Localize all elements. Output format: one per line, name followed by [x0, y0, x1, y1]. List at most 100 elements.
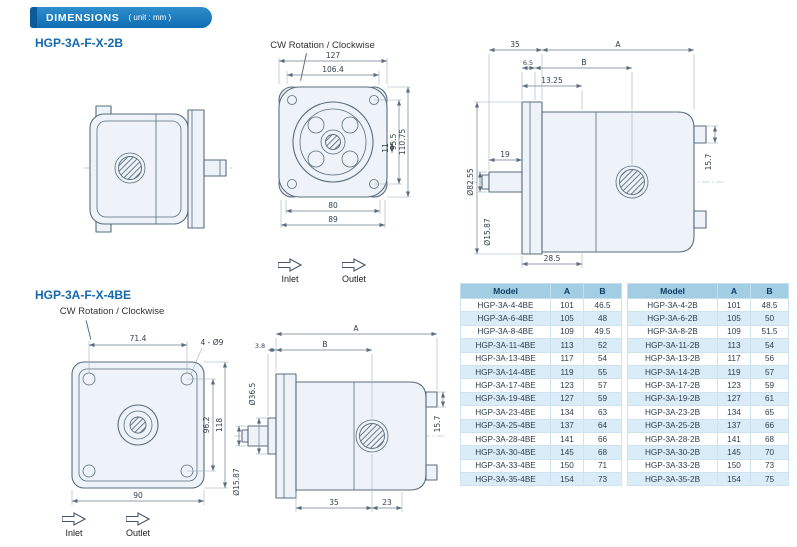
value-cell: 105: [717, 311, 751, 326]
value-cell: 127: [717, 391, 751, 407]
value-cell: 105: [550, 311, 584, 326]
value-cell: 150: [550, 458, 584, 474]
model-cell: HGP-3A-35-2B: [627, 472, 718, 487]
value-cell: 73: [750, 458, 789, 474]
bolt-hole: [287, 179, 297, 189]
dim-35: 35: [329, 498, 339, 507]
dim-dia-15-87: Ø15.87: [483, 218, 492, 246]
pump-body-outline: [481, 101, 707, 255]
dim-3-8: 3.8: [255, 342, 265, 350]
value-cell: 113: [717, 338, 751, 353]
port-hatched-circle: [619, 169, 645, 195]
model-cell: HGP-3A-35-4BE: [460, 472, 551, 487]
model-cell: HGP-3A-28-4BE: [460, 431, 551, 447]
value-cell: 150: [717, 458, 751, 474]
inlet-label: Inlet: [65, 528, 83, 538]
dim-A: A: [615, 40, 621, 49]
dim-90: 90: [133, 491, 143, 500]
value-cell: 55: [583, 364, 622, 380]
column-header: Model: [627, 283, 718, 299]
section2-title: HGP-3A-F-X-4BE: [35, 288, 132, 302]
value-cell: 66: [583, 431, 622, 447]
column-header: A: [717, 283, 751, 299]
inlet-arrow-icon: [62, 512, 86, 526]
pump-body-outline: [89, 105, 227, 233]
dim-11: 11: [381, 143, 390, 153]
dim-15-7: 15.7: [704, 153, 713, 170]
value-cell: 50: [750, 311, 789, 326]
column-header: Model: [460, 283, 551, 299]
dim-B: B: [322, 340, 327, 349]
value-cell: 141: [550, 431, 584, 447]
outlet-indicator: Outlet: [114, 512, 162, 538]
model-cell: HGP-3A-13-4BE: [460, 351, 551, 366]
model-cell: HGP-3A-8-4BE: [460, 324, 551, 340]
model-cell: HGP-3A-23-2B: [627, 405, 718, 420]
dim-127: 127: [326, 51, 341, 60]
value-cell: 54: [583, 351, 622, 366]
model-cell: HGP-3A-4-4BE: [460, 297, 551, 313]
model-cell: HGP-3A-11-4BE: [460, 338, 551, 353]
value-cell: 57: [750, 364, 789, 380]
value-cell: 59: [583, 391, 622, 407]
model-cell: HGP-3A-11-2B: [627, 338, 718, 353]
model-cell: HGP-3A-13-2B: [627, 351, 718, 366]
label-4-dia-9: 4 - Ø9: [201, 338, 224, 347]
outlet-arrow-icon: [342, 258, 366, 272]
dim-110-75: 110.75: [398, 129, 407, 155]
cw-rotation-label-2: CW Rotation / Clockwise: [59, 306, 165, 317]
dim-71-4: 71.4: [130, 334, 147, 343]
side-view-2b-right: 35 A 6.5 B 13.25 19 Ø82.55 Ø15.87 28.5 1…: [466, 40, 724, 268]
dim-118: 118: [215, 418, 224, 433]
outlet-arrow-icon: [126, 512, 150, 526]
pump-flange-outline: [278, 86, 388, 198]
shaft: [203, 159, 227, 177]
model-cell: HGP-3A-25-4BE: [460, 418, 551, 433]
value-cell: 119: [717, 364, 751, 380]
section-banner: DIMENSIONS ( unit : mm ): [30, 7, 212, 28]
value-cell: 123: [717, 378, 751, 393]
outlet-label: Outlet: [125, 528, 150, 538]
value-cell: 109: [717, 324, 751, 340]
page-title: DIMENSIONS: [46, 11, 120, 24]
unit-label: ( unit : mm ): [128, 13, 172, 22]
model-cell: HGP-3A-6-2B: [627, 311, 718, 326]
dim-80: 80: [328, 201, 338, 210]
value-cell: 57: [583, 378, 622, 393]
model-cell: HGP-3A-14-2B: [627, 364, 718, 380]
column-header: B: [583, 283, 622, 299]
dim-89: 89: [328, 215, 338, 224]
value-cell: 127: [550, 391, 584, 407]
value-cell: 70: [750, 445, 789, 460]
model-cell: HGP-3A-4-2B: [627, 297, 718, 313]
inlet-outlet-group-2: Inlet Outlet: [50, 512, 162, 538]
inlet-outlet-group-1: Inlet Outlet: [266, 258, 378, 284]
value-cell: 137: [550, 418, 584, 433]
inlet-indicator: Inlet: [50, 512, 98, 538]
model-cell: HGP-3A-17-2B: [627, 378, 718, 393]
model-cell: HGP-3A-14-4BE: [460, 364, 551, 380]
value-cell: 54: [750, 338, 789, 353]
dim-dia-82-55: Ø82.55: [466, 168, 475, 196]
model-cell: HGP-3A-33-2B: [627, 458, 718, 474]
inlet-arrow-icon: [278, 258, 302, 272]
front-view-2b: 127 106.4 80 89 11 95.5 110.75: [278, 51, 411, 228]
value-cell: 61: [750, 391, 789, 407]
